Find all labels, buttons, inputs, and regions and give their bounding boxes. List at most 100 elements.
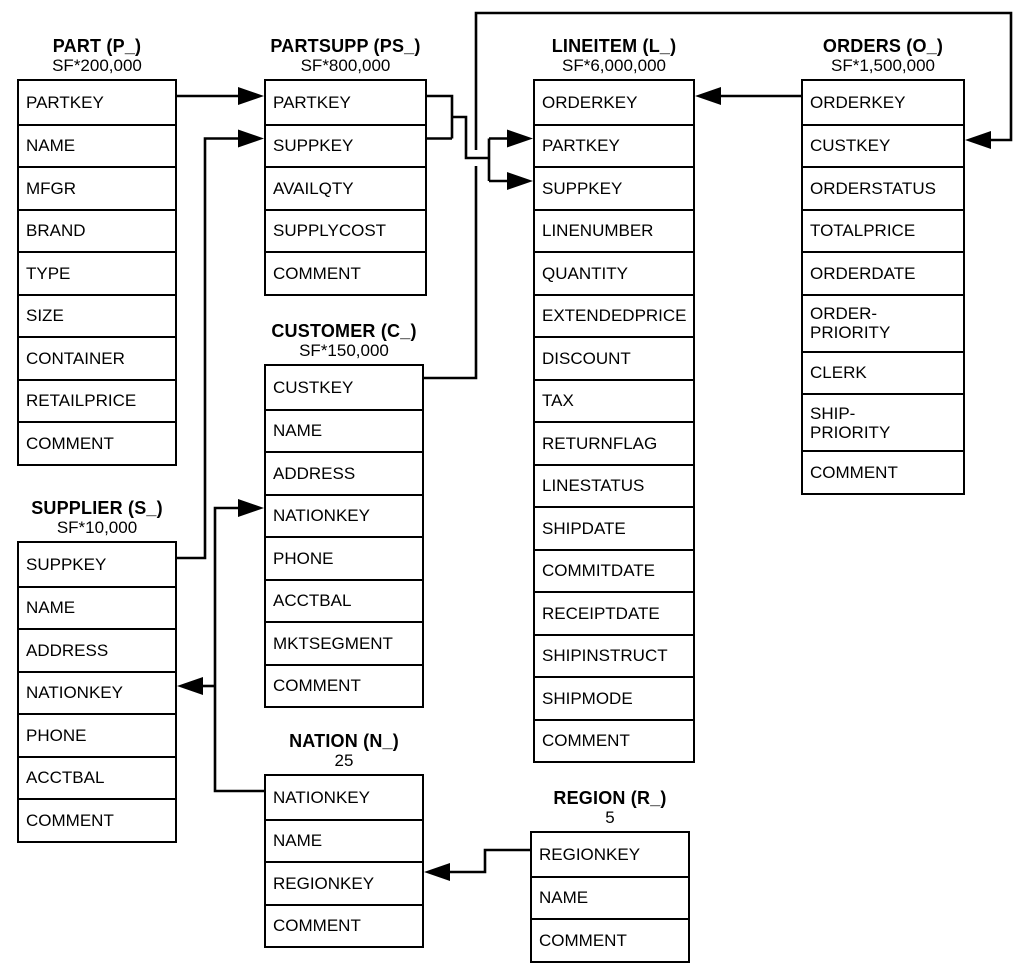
column-label: EXTENDEDPRICE	[542, 306, 687, 326]
table-region-header: REGION (R_) 5	[530, 781, 690, 831]
table-row: RETAILPRICE	[19, 378, 175, 422]
table-row: COMMENT	[19, 798, 175, 841]
connector-partsupp-to-lineitem-partkey-suppkey	[427, 94, 533, 190]
table-row: NAME	[266, 408, 422, 452]
table-row: ORDERKEY	[803, 81, 963, 124]
column-label: ORDERSTATUS	[810, 178, 936, 198]
table-row: PARTKEY	[535, 123, 693, 167]
table-supplier-title: SUPPLIER (S_)	[31, 498, 163, 518]
table-row: NAME	[266, 818, 422, 862]
column-label: NATIONKEY	[273, 506, 370, 526]
column-label: COMMENT	[542, 731, 630, 751]
table-partsupp-header: PARTSUPP (PS_) SF*800,000	[264, 29, 427, 79]
table-row: NATIONKEY	[266, 493, 422, 537]
table-row: CUSTKEY	[803, 123, 963, 167]
table-part-header: PART (P_) SF*200,000	[17, 29, 177, 79]
table-row: EXTENDEDPRICE	[535, 293, 693, 337]
table-row: SHIP- PRIORITY	[803, 393, 963, 450]
column-label: LINESTATUS	[542, 476, 645, 496]
column-label: COMMENT	[273, 916, 361, 936]
table-row: COMMENT	[266, 251, 425, 294]
arrowhead	[965, 131, 991, 149]
column-label: COMMITDATE	[542, 561, 656, 581]
table-partsupp: PARTSUPP (PS_) SF*800,000 PARTKEY SUPPKEY…	[264, 29, 427, 296]
connector-nation-nationkey-to-supplier-nationkey	[177, 677, 215, 695]
table-row: CLERK	[803, 350, 963, 394]
column-label: REGIONKEY	[539, 844, 641, 864]
table-customer-cardinality: SF*150,000	[299, 341, 389, 360]
table-row: ORDERDATE	[803, 251, 963, 294]
table-nation-cardinality: 25	[334, 751, 354, 770]
table-row: QUANTITY	[535, 251, 693, 294]
column-label: RETURNFLAG	[542, 433, 658, 453]
column-label: CUSTKEY	[810, 136, 891, 156]
column-label: TYPE	[26, 263, 71, 283]
table-orders-cardinality: SF*1,500,000	[831, 56, 935, 75]
table-nation: NATION (N_) 25 NATIONKEY NAME REGIONKEY COM…	[264, 724, 424, 948]
column-label: LINENUMBER	[542, 221, 654, 241]
column-label: SUPPKEY	[26, 554, 107, 574]
column-label: MKTSEGMENT	[273, 633, 393, 653]
arrowhead	[238, 499, 264, 517]
column-label: BRAND	[26, 221, 86, 241]
table-row: MFGR	[19, 166, 175, 209]
column-label: REGIONKEY	[273, 873, 375, 893]
column-label: ORDERKEY	[542, 92, 638, 112]
column-label: NATIONKEY	[273, 787, 370, 807]
table-row: PHONE	[266, 536, 422, 579]
table-row: PHONE	[19, 713, 175, 756]
column-label: SHIP- PRIORITY	[810, 403, 891, 442]
column-label: COMMENT	[810, 462, 898, 482]
column-label: COMMENT	[26, 810, 114, 830]
connector-region-regionkey-to-nation-regionkey	[424, 848, 530, 881]
column-label: NAME	[273, 831, 323, 851]
column-label: ADDRESS	[26, 640, 109, 660]
table-row: DISCOUNT	[535, 336, 693, 379]
column-label: NAME	[26, 598, 76, 618]
table-row: COMMENT	[532, 918, 688, 961]
column-label: DISCOUNT	[542, 348, 631, 368]
table-row: ORDERKEY	[535, 81, 693, 124]
table-row: CUSTKEY	[266, 366, 422, 409]
column-label: MFGR	[26, 178, 77, 198]
table-supplier: SUPPLIER (S_) SF*10,000 SUPPKEY NAME ADDRE…	[17, 491, 177, 843]
table-row: COMMENT	[19, 421, 175, 464]
column-label: TOTALPRICE	[810, 221, 916, 241]
table-row: LINENUMBER	[535, 208, 693, 252]
table-orders-header: ORDERS (O_) SF*1,500,000	[801, 29, 965, 79]
table-row: BRAND	[19, 208, 175, 252]
table-row: ACCTBAL	[266, 578, 422, 622]
table-row: CONTAINER	[19, 336, 175, 379]
table-row: COMMITDATE	[535, 548, 693, 592]
table-part-title: PART (P_)	[52, 36, 142, 56]
table-row: REGIONKEY	[532, 833, 688, 876]
table-row: ORDER- PRIORITY	[803, 293, 963, 351]
table-lineitem: LINEITEM (L_) SF*6,000,000 ORDERKEY PARTK…	[533, 29, 695, 763]
table-supplier-cardinality: SF*10,000	[56, 518, 138, 537]
table-lineitem-header: LINEITEM (L_) SF*6,000,000	[533, 29, 695, 79]
table-row: LINESTATUS	[535, 463, 693, 507]
table-row: COMMENT	[803, 450, 963, 493]
table-row: SUPPKEY	[266, 123, 425, 167]
column-label: PARTKEY	[273, 92, 351, 112]
table-part-cardinality: SF*200,000	[52, 56, 142, 75]
table-row: SHIPDATE	[535, 506, 693, 549]
column-label: CONTAINER	[26, 348, 125, 368]
column-label: ACCTBAL	[273, 591, 352, 611]
table-row: SUPPKEY	[19, 543, 175, 586]
table-lineitem-cardinality: SF*6,000,000	[562, 56, 666, 75]
table-row: SHIPINSTRUCT	[535, 633, 693, 677]
table-orders-columns: ORDERKEY CUSTKEY ORDERSTATUS TOTALPRICE ORDE…	[801, 79, 965, 495]
table-row: COMMENT	[266, 903, 422, 947]
table-nation-title: NATION (N_)	[289, 731, 399, 751]
column-label: ACCTBAL	[26, 768, 105, 788]
arrowhead	[238, 87, 264, 105]
table-customer-header: CUSTOMER (C_) SF*150,000	[264, 314, 424, 364]
table-row: ADDRESS	[266, 451, 422, 494]
table-row: NAME	[19, 585, 175, 629]
table-row: ORDERSTATUS	[803, 166, 963, 209]
